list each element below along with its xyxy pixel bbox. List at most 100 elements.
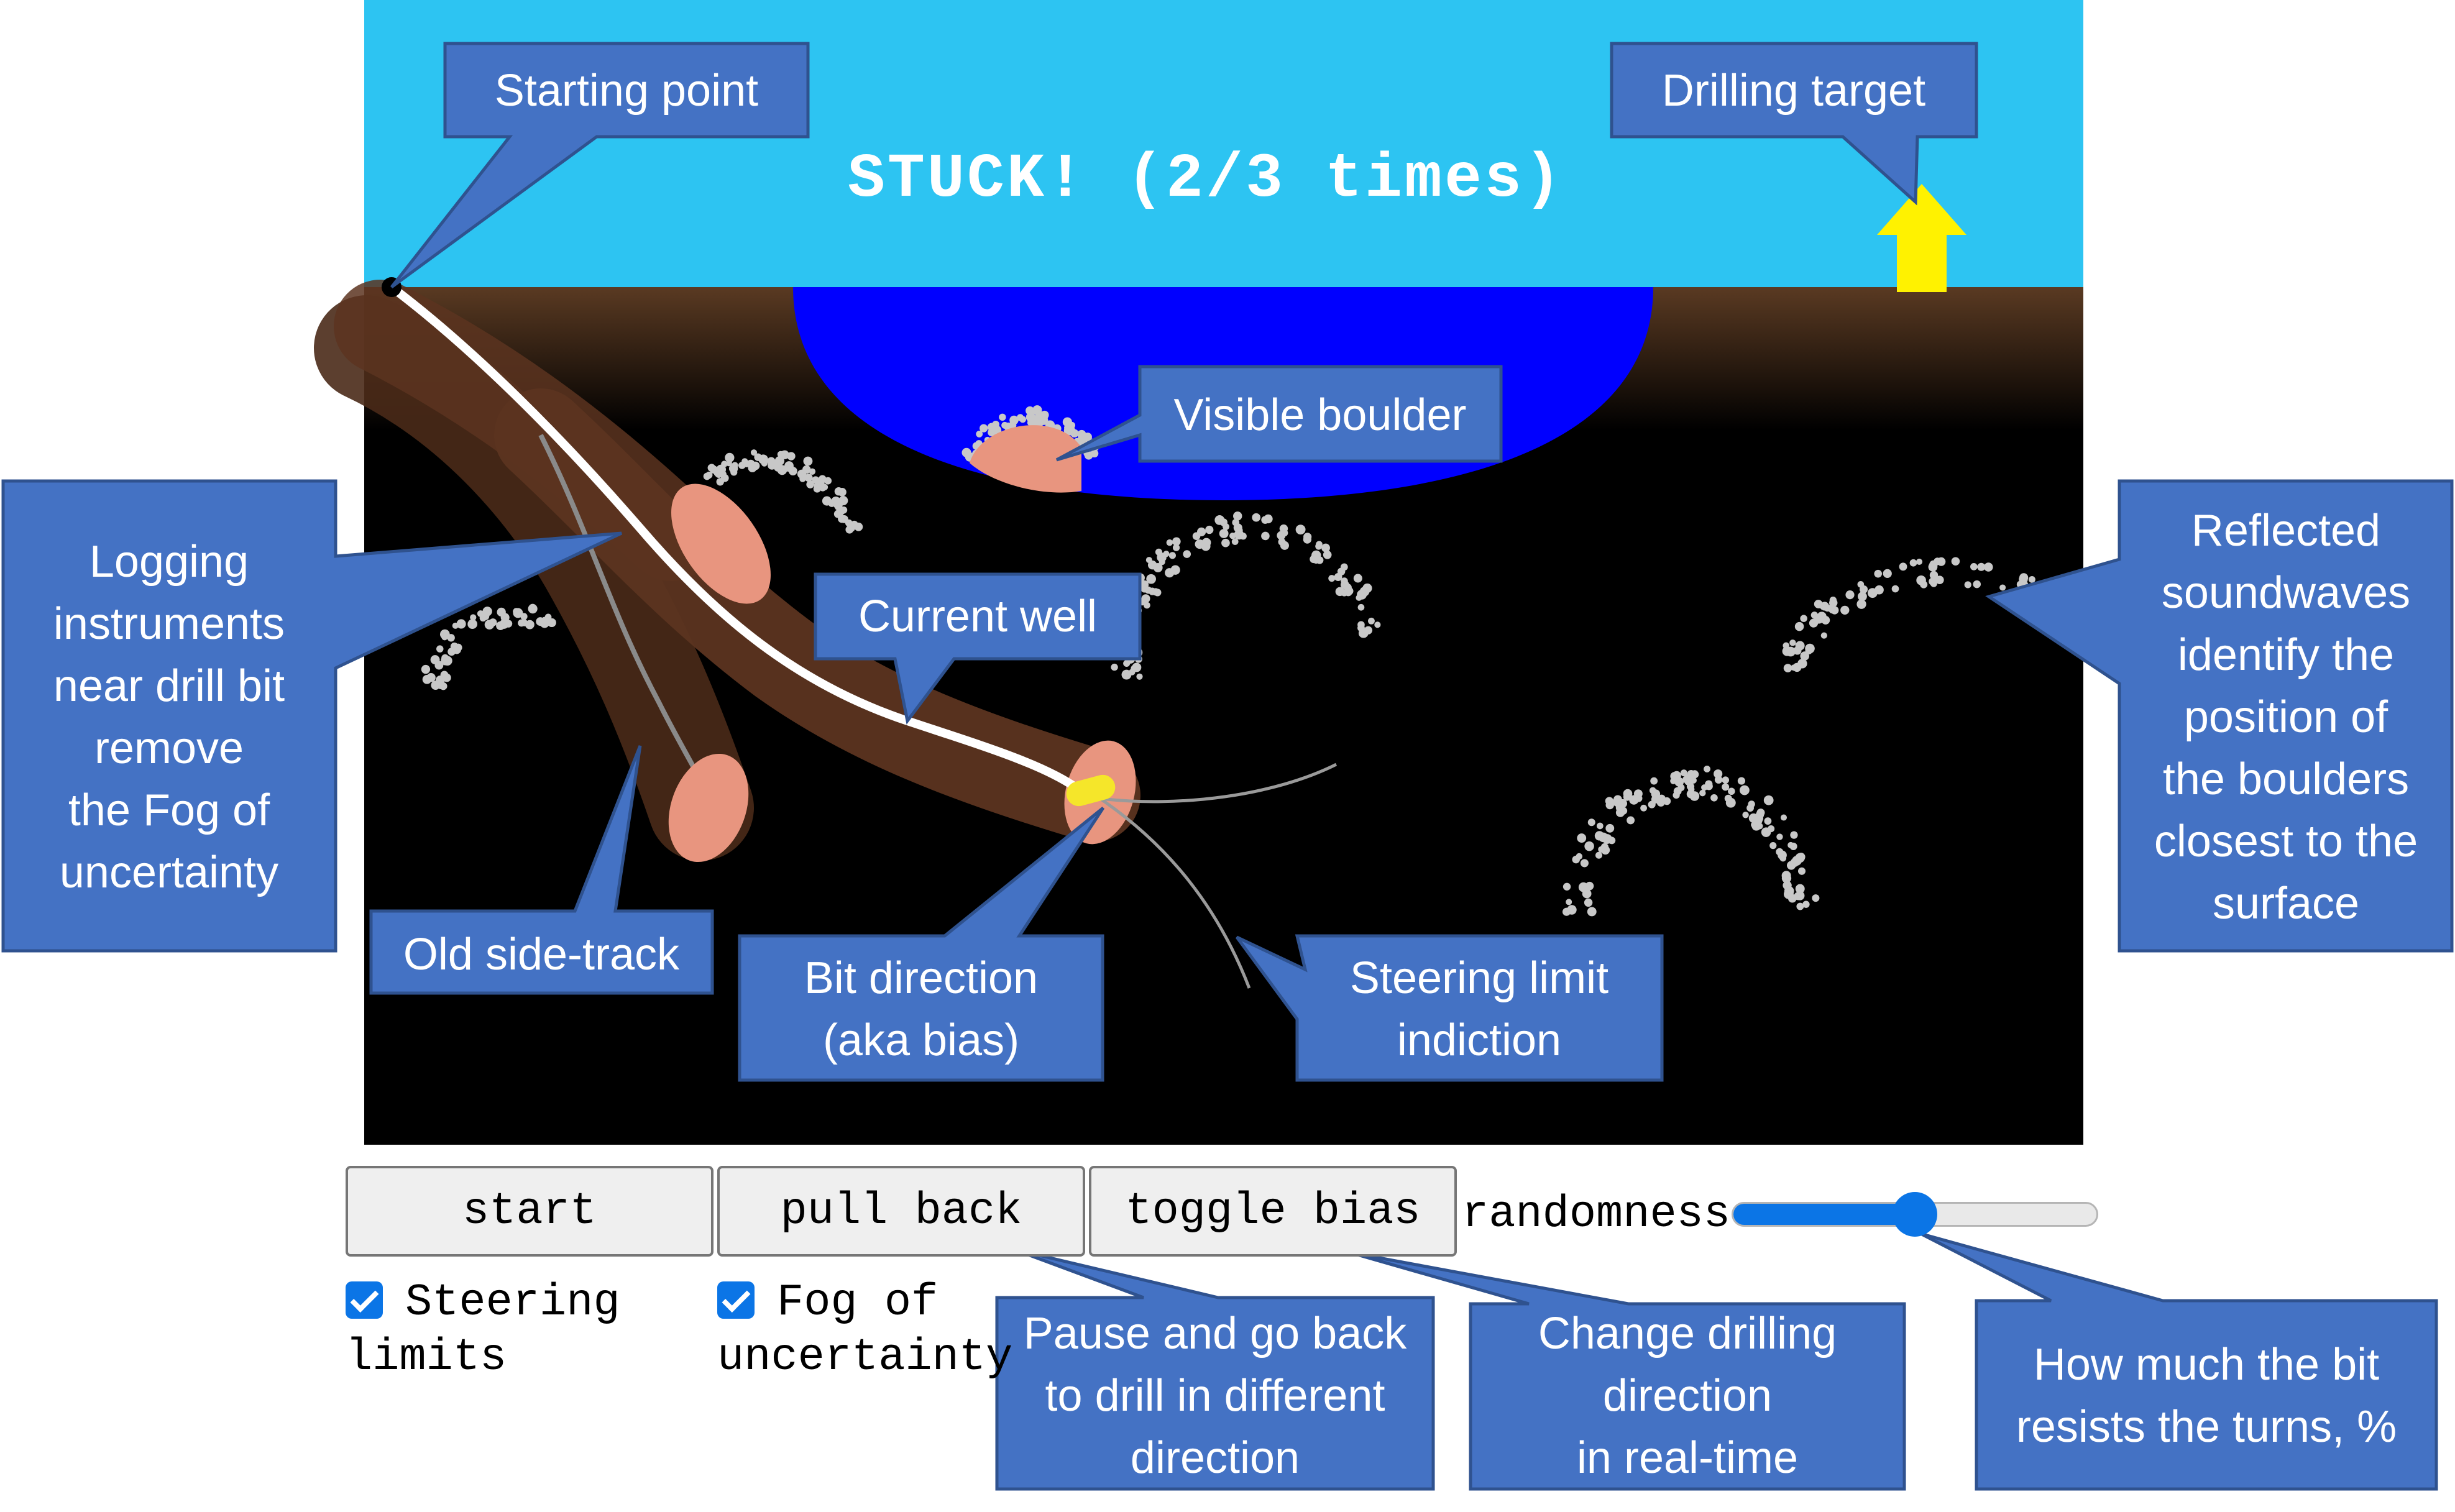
soundwave-dot [1083,433,1092,442]
soundwave-dot [452,645,461,654]
soundwave-dot [1815,602,1822,609]
steering-limits-label-line2: limits [346,1332,507,1383]
soundwave-dot [1973,580,1981,589]
soundwave-dot [1063,426,1073,436]
soundwave-dot [1764,817,1772,825]
soundwave-dot [803,456,813,466]
soundwave-dot [1295,525,1306,535]
soundwave-dot [1566,899,1572,905]
soundwave-dot [1123,659,1131,667]
soundwave-dot [1353,574,1362,583]
soundwave-dot [1748,800,1755,808]
soundwave-dot [1756,823,1763,830]
soundwave-dot [1374,621,1381,628]
soundwave-dot [1672,771,1681,781]
soundwave-dot [1778,850,1787,860]
reflected-soundwaves-line: position of [2184,692,2388,742]
soundwave-dot [1090,449,1099,458]
steering-limits-label-line1: Steering [405,1277,620,1328]
svg-text:Bit direction(aka bias): Bit direction(aka bias) [804,953,1038,1065]
randomness-label: randomness: [1462,1189,1758,1240]
soundwave-dot [750,449,758,456]
soundwave-dot [1690,777,1697,784]
soundwave-dot [1605,823,1615,833]
soundwave-dot [1239,533,1247,540]
soundwave-dot [479,614,487,622]
soundwave-dot [728,464,738,474]
soundwave-dot [1684,774,1692,782]
soundwave-dot [1751,821,1758,828]
pause-go-back-line: Pause and go back [1024,1309,1407,1359]
soundwave-dot [1357,621,1365,629]
reflected-soundwaves-line: closest to the [2154,817,2418,866]
soundwave-dot [1867,588,1878,598]
soundwave-dot [840,506,848,514]
soundwave-dot [1252,513,1261,522]
soundwave-dot [1791,664,1797,671]
soundwave-dot [784,461,794,470]
soundwave-dot [725,452,735,463]
callout-visible-boulder: Visible boulder [1055,365,1503,463]
soundwave-dot [1742,812,1749,818]
soundwave-dot [1781,814,1787,821]
svg-text:Current well: Current well [858,592,1097,641]
soundwave-dot [1152,588,1160,596]
reflected-soundwaves-line: Reflected [2191,506,2380,556]
pause-go-back-line: to drill in different [1045,1371,1385,1421]
soundwave-dot [443,673,451,682]
soundwave-dot [1580,859,1589,868]
soundwave-dot [1032,405,1042,415]
soundwave-dot [1874,569,1882,578]
soundwave-dot [999,413,1006,421]
soundwave-dot [1737,777,1746,785]
soundwave-dot [1929,570,1939,580]
soundwave-dot [1028,418,1036,426]
soundwave-dot [773,461,782,470]
steering-limit-line: Steering limit [1350,953,1608,1003]
soundwave-dot [1970,563,1978,570]
soundwave-dot [1039,413,1048,422]
steering-limits-checkbox[interactable] [346,1281,383,1319]
soundwave-dot [1584,841,1594,851]
soundwave-dot [1600,845,1610,855]
change-direction-line: Change drilling [1538,1309,1837,1359]
fog-checkbox[interactable] [717,1281,755,1319]
soundwave-dot [518,619,525,627]
soundwave-dot [1205,525,1214,534]
svg-text:Drilling target: Drilling target [1662,66,1925,116]
soundwave-dot [1627,816,1635,825]
soundwave-dot [513,608,520,615]
soundwave-dot [806,480,815,488]
soundwave-dot [1951,557,1960,566]
soundwave-dot [1157,552,1167,562]
fog-label-line2: uncertainty [717,1332,1013,1383]
soundwave-dot [1794,892,1802,900]
callout-starting-point: Starting point [390,42,810,289]
soundwave-dot [1613,795,1622,804]
soundwave-dot [1663,797,1671,805]
soundwave-dot [1328,575,1336,582]
reflected-soundwaves-line: surface [2213,879,2359,928]
soundwave-dot [1856,599,1866,609]
soundwave-dot [1858,592,1867,602]
soundwave-dot [1909,559,1917,567]
soundwave-dot [482,607,492,616]
soundwave-dot [1192,532,1201,540]
soundwave-dot [1231,538,1239,545]
soundwave-dot [1584,898,1593,907]
start-button[interactable]: start [346,1166,714,1257]
pull-back-button[interactable]: pull back [717,1166,1085,1257]
resist-turns-line: How much the bit [2034,1340,2379,1390]
soundwave-dot [1651,789,1661,799]
reflected-soundwaves-line: soundwaves [2162,568,2410,618]
randomness-slider-thumb[interactable] [1893,1192,1937,1237]
toggle-bias-button[interactable]: toggle bias [1089,1166,1457,1257]
soundwave-dot [1769,842,1777,850]
soundwave-dot [1680,769,1687,777]
soundwave-dot [1820,632,1827,639]
soundwave-dot [721,460,728,467]
